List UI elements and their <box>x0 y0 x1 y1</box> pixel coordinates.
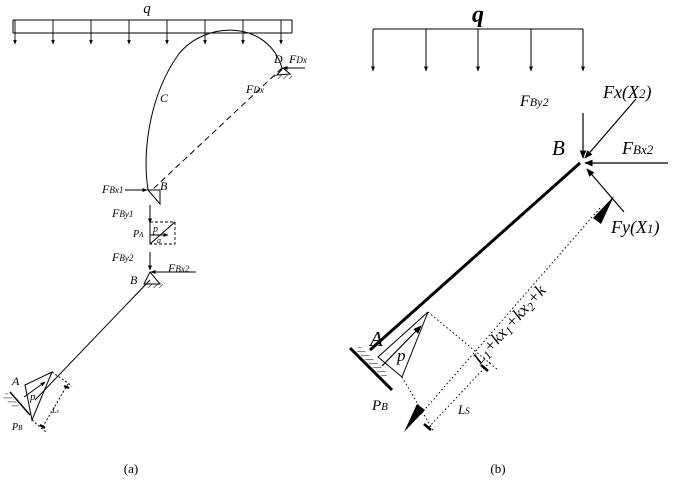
pb-label-a: PB <box>11 422 23 433</box>
caption-b: (b) <box>490 461 505 476</box>
dimension-ls-b <box>401 311 499 433</box>
force-label-bx2-b: FBx2 <box>621 138 654 158</box>
node-label-b-b: B <box>552 136 565 160</box>
p-label-a: p <box>29 391 36 403</box>
force-label-by2-b: FBy2 <box>519 93 548 110</box>
force-label-by1: FBy1 <box>111 206 133 220</box>
force-label-bx1: FBx1 <box>101 182 123 196</box>
force-label-fx: Fx(X2) <box>602 82 651 103</box>
arch-curve <box>145 29 283 191</box>
distributed-load-b: q <box>371 2 585 72</box>
ls-label-b: LS <box>457 402 470 417</box>
node-label-a: A <box>11 374 20 388</box>
caption-a: (a) <box>124 461 138 476</box>
member-ab-b <box>369 161 581 352</box>
distributed-load-a: q <box>12 1 293 45</box>
node-label-b-lower: B <box>130 273 138 287</box>
member-ab-a <box>34 279 151 401</box>
dimension-ls-a <box>31 371 73 433</box>
node-label-c: C <box>160 91 169 105</box>
support-a-b <box>348 311 429 392</box>
ls-label-a: Ls <box>51 406 59 415</box>
support-b-upper <box>125 188 161 206</box>
p-label-b: p <box>396 346 406 365</box>
pb-label-b: PB <box>371 398 388 414</box>
support-b-lower <box>143 270 196 288</box>
load-label-q-b: q <box>472 2 484 28</box>
arrow-fy <box>586 168 625 213</box>
load-label-q: q <box>143 1 151 17</box>
dimension-length <box>404 196 614 432</box>
force-label-dx-side: FDx <box>245 82 264 96</box>
force-label-by2-a: FBy2 <box>111 250 134 264</box>
alpha-label: a <box>157 236 161 245</box>
p-label-small: p <box>152 224 158 235</box>
node-label-b-upper: B <box>160 179 168 193</box>
force-label-fy: Fy(X1) <box>610 217 659 238</box>
pa-label: PA <box>132 229 144 240</box>
node-label-a-b: A <box>368 327 383 351</box>
arrow-fx <box>584 98 637 159</box>
support-a <box>2 370 53 422</box>
panel-a: q D FDx FDx C FBx1 B FBy1 p <box>2 1 307 476</box>
panel-b: q A p PB FBy2 Fx(X2) FBx2 B Fy(X1) L1 <box>348 2 668 476</box>
support-d <box>274 66 305 79</box>
force-label-dx-top: FDx <box>288 52 307 66</box>
node-label-d: D <box>273 52 283 66</box>
length-label: L1+kx1+kx2+k <box>468 281 551 370</box>
pressure-detail <box>149 221 176 245</box>
force-label-bx2-a: FBx2 <box>167 261 190 275</box>
